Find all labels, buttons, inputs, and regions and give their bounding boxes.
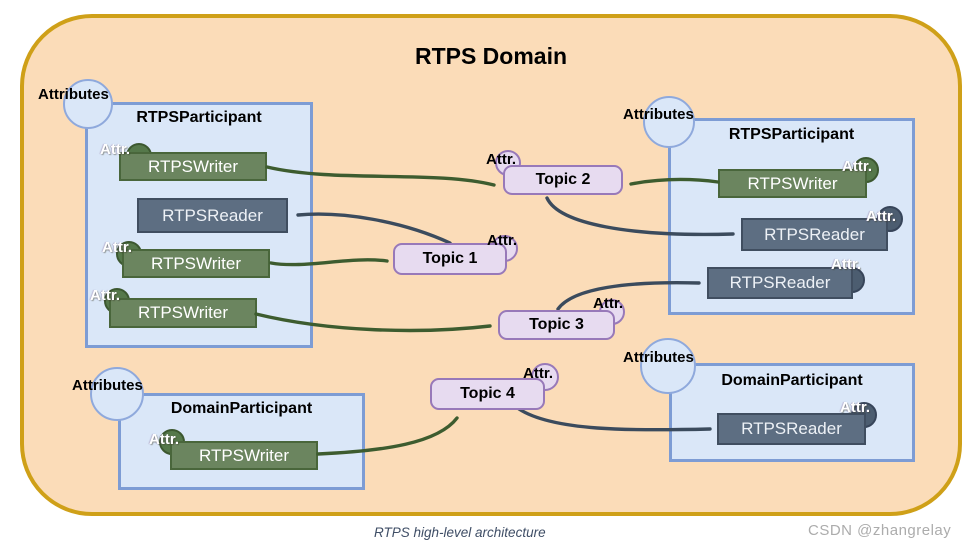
endpoint-label: RTPSWriter: [747, 173, 838, 193]
attr-label: Attr.: [486, 151, 516, 168]
attributes-label: Attributes: [623, 349, 694, 366]
endpoint-rtps-reader: RTPSReader: [741, 218, 888, 251]
attributes-circle-icon: [643, 96, 695, 148]
topic-label: Topic 2: [535, 171, 591, 188]
topic-label: Topic 3: [529, 316, 584, 333]
attributes-label: Attributes: [38, 86, 109, 103]
attr-label: Attr.: [842, 158, 872, 175]
attr-label: Attr.: [102, 239, 132, 256]
participant-label: RTPSParticipant: [728, 126, 855, 143]
attr-label: Attr.: [487, 232, 517, 249]
attributes-circle-icon: [63, 79, 113, 129]
endpoint-rtps-writer: RTPSWriter: [170, 441, 318, 470]
endpoint-label: RTPSWriter: [198, 445, 290, 465]
topic-node: Topic 3: [498, 310, 615, 340]
endpoint-label: RTPSReader: [729, 273, 831, 292]
topic-label: Topic 1: [422, 250, 478, 267]
watermark-text: CSDN @zhangrelay: [808, 522, 952, 539]
endpoint-rtps-writer: RTPSWriter: [109, 298, 257, 328]
attr-label: Attr.: [866, 208, 896, 225]
attr-label: Attr.: [831, 256, 861, 273]
endpoint-label: RTPSReader: [162, 205, 263, 225]
endpoint-rtps-writer: RTPSWriter: [122, 249, 270, 278]
participant-label: DomainParticipant: [170, 400, 313, 417]
endpoint-rtps-writer: RTPSWriter: [718, 169, 867, 198]
participant-label: RTPSParticipant: [136, 109, 262, 126]
endpoint-label: RTPSReader: [741, 419, 842, 438]
attr-label: Attr.: [593, 295, 623, 312]
attributes-circle-icon: [90, 367, 144, 421]
attr-label: Attr.: [90, 287, 120, 304]
attributes-label: Attributes: [72, 377, 143, 394]
endpoint-rtps-reader: RTPSReader: [717, 413, 866, 445]
attr-label: Attr.: [840, 399, 870, 416]
attributes-circle-icon: [640, 338, 696, 394]
topic-node: Topic 4: [430, 378, 545, 410]
endpoint-rtps-reader: RTPSReader: [137, 198, 288, 233]
endpoint-rtps-reader: RTPSReader: [707, 267, 853, 299]
topic-label: Topic 4: [460, 385, 515, 402]
attr-label: Attr.: [523, 365, 553, 382]
attr-label: Attr.: [149, 431, 179, 448]
figure-caption: RTPS high-level architecture: [374, 525, 546, 540]
diagram-title: RTPS Domain: [414, 43, 568, 69]
attributes-label: Attributes: [623, 106, 694, 123]
endpoint-label: RTPSWriter: [150, 253, 242, 273]
participant-label: DomainParticipant: [721, 372, 863, 389]
endpoint-label: RTPSReader: [764, 224, 865, 244]
topic-node: Topic 2: [503, 165, 623, 195]
endpoint-rtps-writer: RTPSWriter: [119, 152, 267, 181]
endpoint-label: RTPSWriter: [147, 156, 239, 176]
endpoint-label: RTPSWriter: [137, 303, 229, 322]
attr-label: Attr.: [100, 141, 130, 158]
